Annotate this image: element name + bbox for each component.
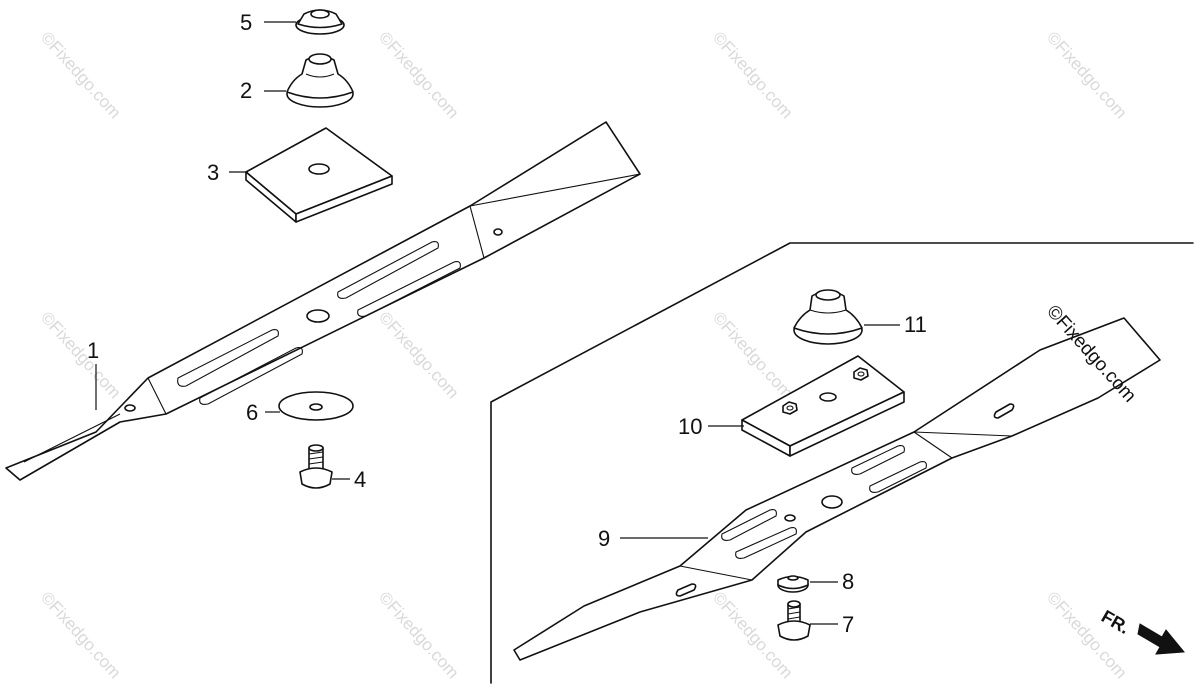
panel-divider (490, 242, 1194, 684)
part-4-bolt (299, 444, 333, 489)
part-3-plate (245, 127, 393, 223)
part-9-blade (513, 317, 1161, 661)
callout-10: 10 (678, 414, 702, 439)
watermark: ©Fixedgo.com (37, 28, 125, 122)
watermark: ©Fixedgo.com (37, 588, 125, 682)
part-11-flange-boss (793, 289, 863, 345)
watermark: ©Fixedgo.com (37, 308, 125, 402)
watermark: ©Fixedgo.com (375, 588, 463, 682)
callout-7: 7 (842, 612, 854, 637)
part-2-flange-boss (286, 53, 354, 108)
watermark: ©Fixedgo.com (709, 28, 797, 122)
watermark: ©Fixedgo.com (1043, 588, 1131, 682)
watermark: ©Fixedgo.com (375, 28, 463, 122)
callout-9: 9 (598, 526, 610, 551)
callout-3: 3 (207, 160, 219, 185)
part-6-washer (278, 391, 354, 421)
callout-6: 6 (246, 400, 258, 425)
part-7-bolt (777, 600, 811, 641)
callout-4: 4 (354, 467, 366, 492)
part-10-plate (741, 355, 905, 457)
direction-arrow-icon (1137, 623, 1185, 655)
callout-1: 1 (87, 338, 99, 363)
callouts: 5 2 3 1 6 4 11 10 9 8 7 (87, 10, 927, 637)
callout-11: 11 (904, 312, 927, 337)
watermark: ©Fixedgo.com (1043, 28, 1131, 122)
watermark: ©Fixedgo.com (375, 308, 463, 402)
part-8-nut (777, 575, 809, 593)
watermark: ©Fixedgo.com (709, 308, 797, 402)
callout-2: 2 (240, 78, 252, 103)
part-1-blade (5, 121, 641, 481)
callout-8: 8 (842, 569, 854, 594)
callout-5: 5 (240, 10, 252, 35)
direction-label: FR. (1098, 606, 1133, 638)
part-5-cap (295, 9, 345, 35)
